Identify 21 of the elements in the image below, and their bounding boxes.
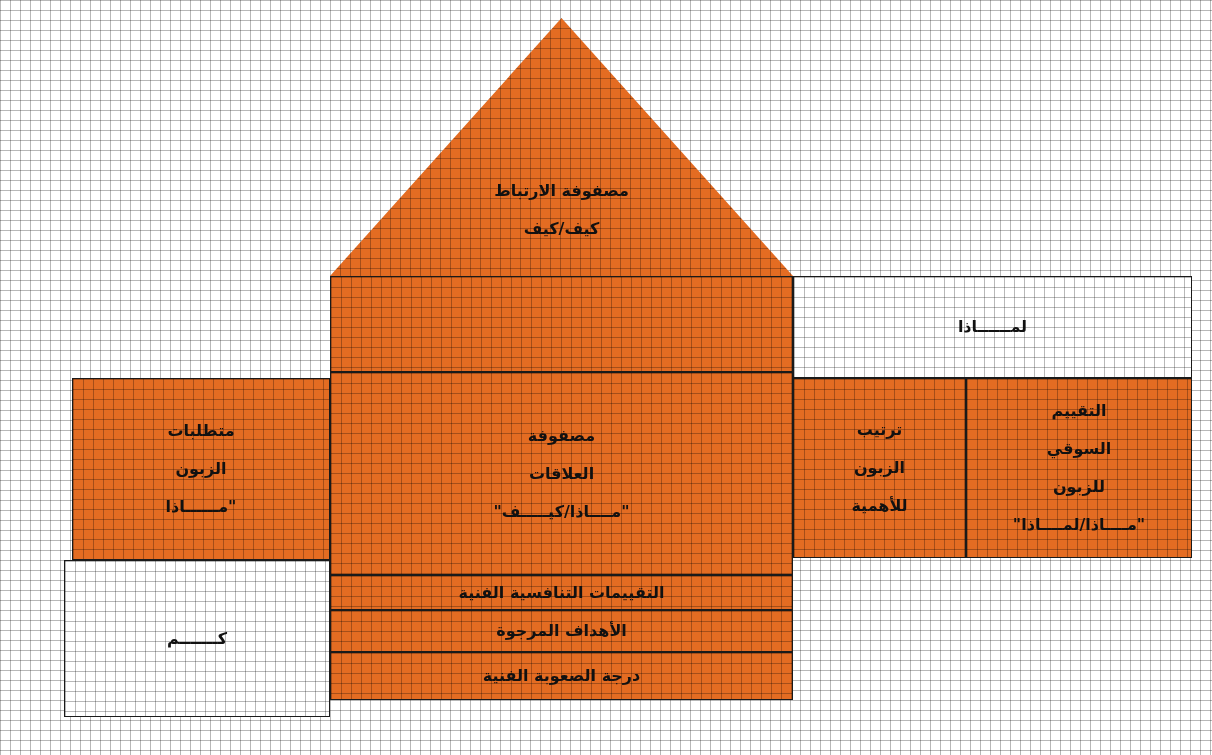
matrix-box (793, 378, 966, 558)
matrix-box (793, 276, 1192, 378)
matrix-box (64, 560, 330, 717)
section-label: الأهداف المرجوة (496, 620, 627, 642)
section-label: التقييمات التنافسية الفنية (458, 581, 665, 604)
matrix-box (330, 372, 793, 575)
section-label: درجة الصعوبة الفنية (482, 665, 641, 687)
section-label: ترتيب الزبون للأهمية (851, 419, 908, 517)
section-label: لمــــــاذا (957, 316, 1028, 338)
matrix-box (330, 610, 793, 652)
matrix-box (330, 652, 793, 700)
section-label: متطلبات الزبون "مــــــاذا (165, 420, 237, 518)
section-label: مصفوفة العلاقات "مــــاذا/كيـــــف" (493, 424, 630, 523)
matrix-box (330, 276, 793, 372)
section-label: كـــــــم (166, 627, 228, 650)
matrix-box (330, 575, 793, 610)
section-label: مصفوفة الارتباط (494, 180, 629, 202)
section-label: التقييم السوقي للزبون "مــــاذا/لمــــاذا" (1012, 400, 1146, 536)
section-label: كيف/كيف (523, 218, 600, 240)
matrix-box (966, 378, 1192, 558)
matrix-box (72, 378, 330, 560)
